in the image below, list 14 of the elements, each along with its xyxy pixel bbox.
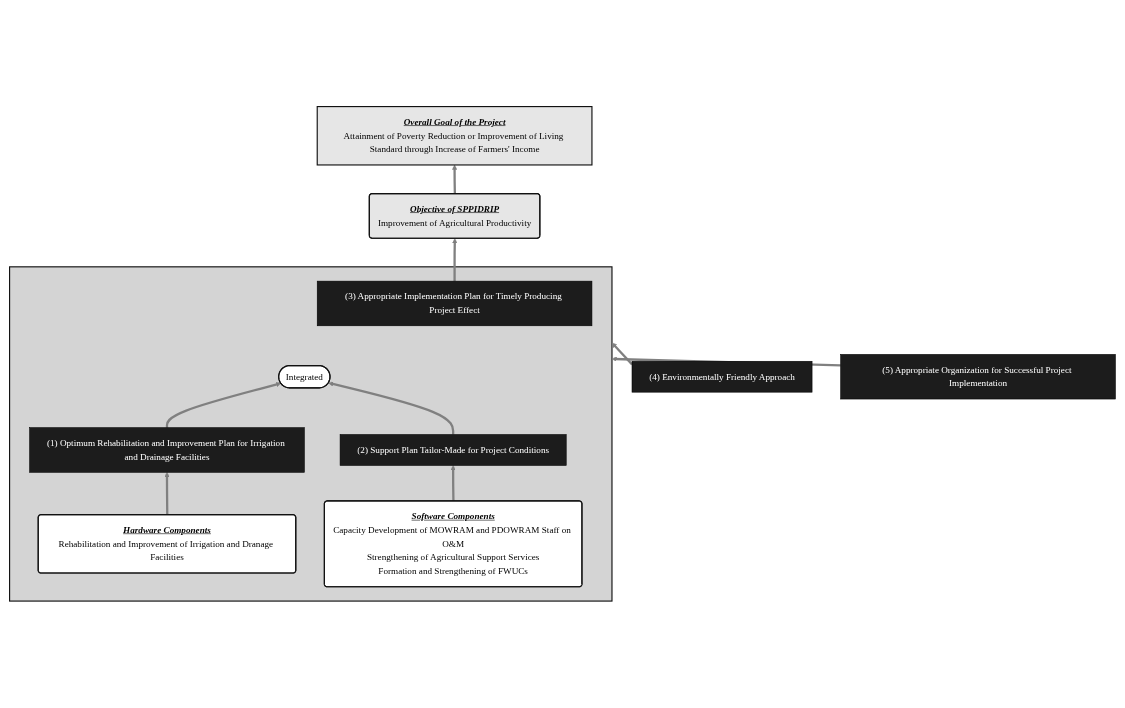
node-box: (5) Appropriate Organization for Successful Project Implementation [840, 354, 1116, 400]
arrow [611, 342, 633, 366]
arrow [452, 238, 458, 282]
node-box: (3) Appropriate Implementation Plan for Timely Producing Project Effect [316, 281, 593, 327]
arrow [165, 382, 282, 428]
node-box: (2) Support Plan Tailor-Made for Project Conditions [339, 434, 567, 466]
arrow [328, 381, 455, 435]
arrow [164, 472, 170, 516]
node-box: Overall Goal of the Project Attainment of Poverty Reduction or Improvement of Living Standard through Increase of Farmers' Income [316, 106, 593, 166]
node-box: (4) Environmentally Friendly Approach [631, 361, 813, 393]
arrow [452, 164, 458, 195]
node-box: (1) Optimum Rehabilitation and Improvement Plan for Irrigation and Drainage Facilities [29, 427, 305, 473]
arrow [450, 465, 456, 502]
cluster [9, 266, 613, 602]
